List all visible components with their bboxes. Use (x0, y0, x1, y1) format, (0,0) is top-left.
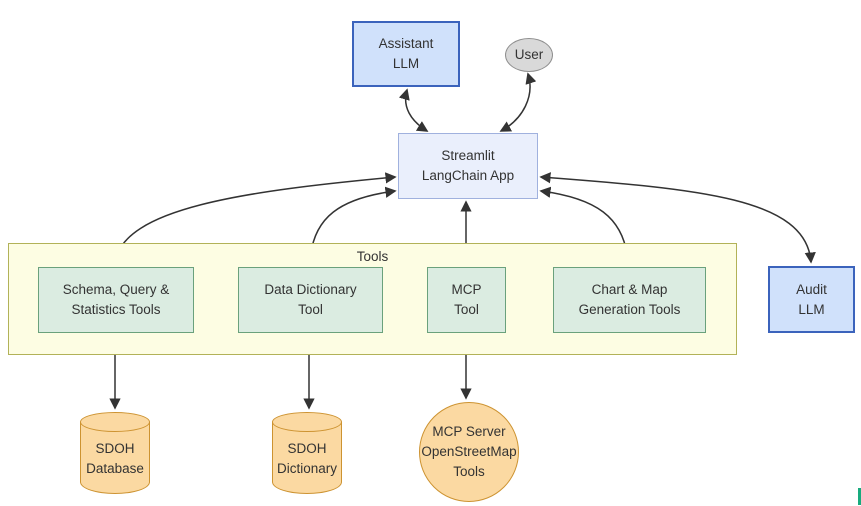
node-sdoh-database-label-line2: Database (86, 461, 144, 476)
cylinder-top (80, 412, 150, 432)
node-audit-llm: Audit LLM (768, 266, 855, 333)
node-mcp-tool-label-line1: MCP (451, 282, 482, 297)
node-user: User (505, 38, 553, 72)
node-mcp-server-label-line1: MCP Server (432, 424, 506, 439)
node-assistant-llm-label-line1: Assistant (378, 36, 434, 51)
edge-user-app (499, 72, 537, 132)
node-sdoh-dictionary: SDOH Dictionary (272, 412, 342, 494)
node-streamlit-app-label-line2: LangChain App (421, 168, 515, 183)
node-mcp-tool: MCP Tool (427, 267, 506, 333)
node-sdoh-database-label-line1: SDOH (95, 441, 135, 456)
tools-group-label: Tools (356, 249, 389, 264)
edge-assistant-app (398, 88, 429, 132)
node-data-dictionary-tool-label-line2: Tool (298, 302, 323, 317)
node-mcp-server-openstreetmap: MCP Server OpenStreetMap Tools (419, 402, 519, 502)
scroll-indicator (858, 488, 861, 505)
node-assistant-llm: Assistant LLM (352, 21, 460, 87)
cylinder-body (80, 422, 150, 494)
node-streamlit-langchain-app: Streamlit LangChain App (398, 133, 538, 199)
node-sdoh-dictionary-label-line2: Dictionary (276, 461, 338, 476)
node-mcp-server-label-line3: Tools (453, 464, 485, 479)
node-schema-query-statistics-tools: Schema, Query & Statistics Tools (38, 267, 194, 333)
node-chart-map-generation-tools: Chart & Map Generation Tools (553, 267, 706, 333)
node-audit-llm-label-line1: Audit (796, 281, 827, 297)
node-sdoh-database: SDOH Database (80, 412, 150, 494)
node-schema-tools-label-line1: Schema, Query & (62, 282, 170, 297)
node-chart-map-tools-label-line2: Generation Tools (578, 302, 681, 317)
node-assistant-llm-label-line2: LLM (392, 56, 420, 71)
node-mcp-server-label-line2: OpenStreetMap (421, 444, 517, 459)
node-sdoh-dictionary-label-line1: SDOH (287, 441, 327, 456)
node-data-dictionary-tool: Data Dictionary Tool (238, 267, 383, 333)
node-mcp-tool-label-line2: Tool (454, 302, 479, 317)
edge-app-audit (539, 172, 816, 264)
node-data-dictionary-tool-label-line1: Data Dictionary (264, 282, 357, 297)
cylinder-top (272, 412, 342, 432)
node-schema-tools-label-line2: Statistics Tools (71, 302, 161, 317)
node-user-label: User (514, 47, 544, 62)
node-audit-llm-label-line2: LLM (798, 301, 825, 317)
node-streamlit-app-label-line1: Streamlit (441, 148, 495, 163)
node-chart-map-tools-label-line1: Chart & Map (591, 282, 668, 297)
cylinder-body (272, 422, 342, 494)
